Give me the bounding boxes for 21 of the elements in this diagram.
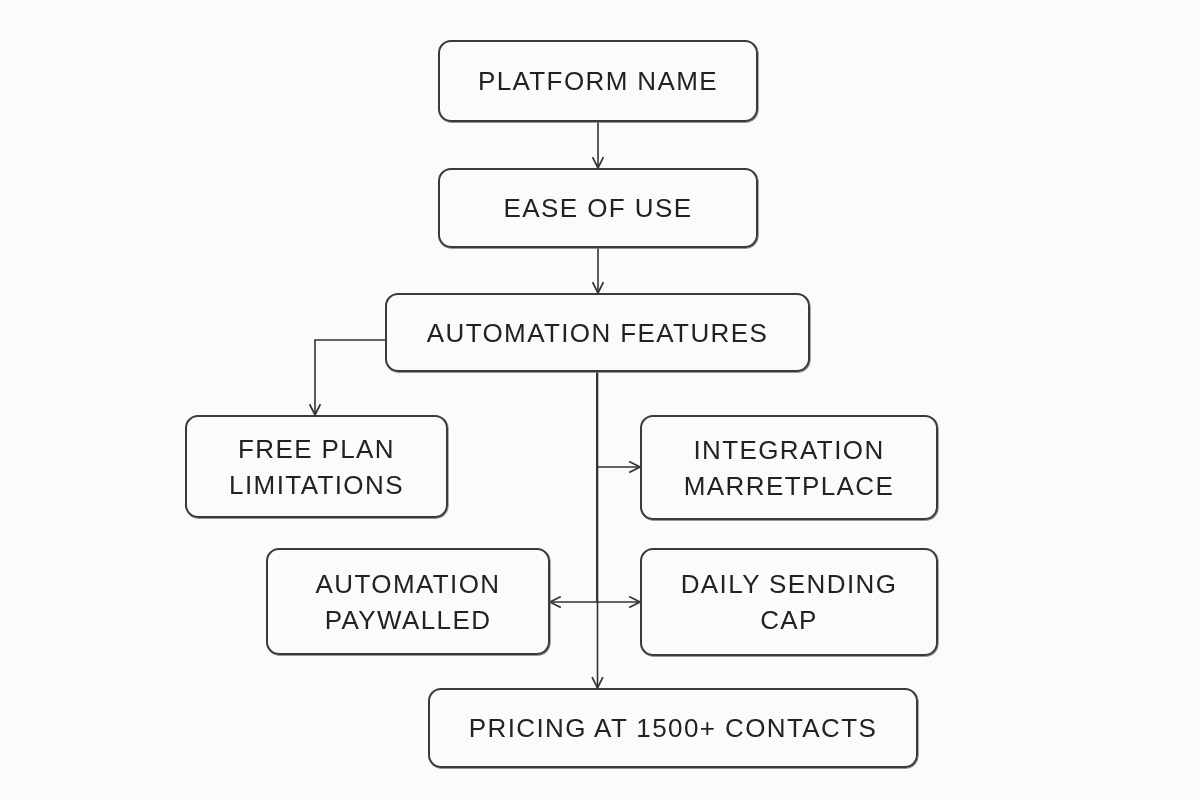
process-box — [185, 415, 448, 518]
box-label: PRICING AT 1500+ CONTACTS — [468, 712, 878, 745]
arrow — [308, 339, 386, 416]
arrow — [596, 371, 641, 609]
box-label: AUTOMATION FEATURES — [426, 316, 769, 350]
process-box — [266, 548, 550, 655]
box-label: EASE OF USE — [503, 192, 693, 225]
arrow — [591, 371, 604, 689]
box-label: PLATFORM NAME — [477, 65, 719, 98]
arrow — [591, 121, 605, 169]
box-label: INTEGRATION MARRETPLACE — [682, 433, 896, 503]
box-label: AUTOMATION PAYWALLED — [314, 567, 502, 637]
arrow — [591, 247, 605, 294]
process-box — [640, 548, 938, 656]
process-box — [428, 688, 918, 768]
process-box — [640, 415, 938, 520]
process-box — [438, 40, 758, 122]
box-label: FREE PLAN LIMITATIONS — [228, 432, 405, 502]
box-label: DAILY SENDING CAP — [679, 568, 899, 637]
process-box — [385, 293, 810, 372]
process-box — [438, 168, 758, 248]
